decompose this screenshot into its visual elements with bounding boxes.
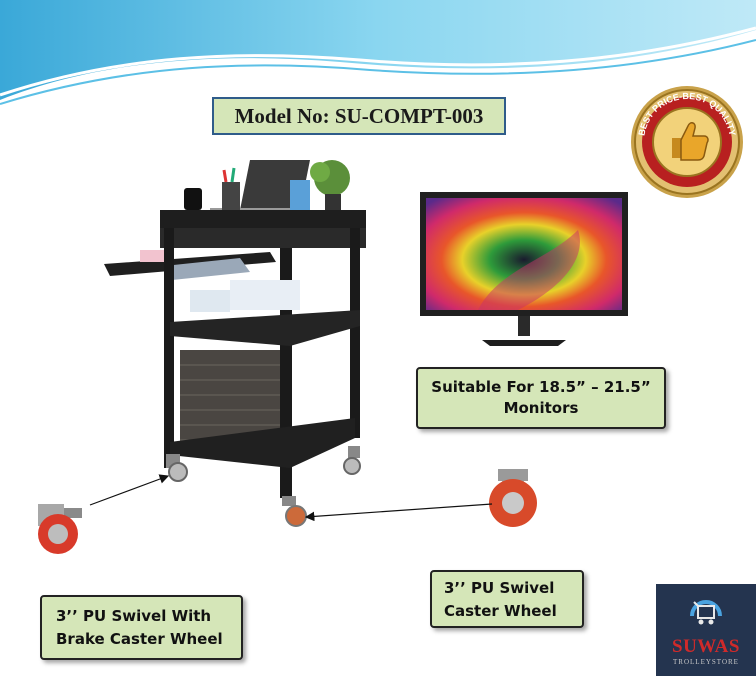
monitor-illustration bbox=[420, 192, 628, 346]
brake-caster-line2: Brake Caster Wheel bbox=[56, 630, 223, 648]
model-number-text: Model No: SU-COMPT-003 bbox=[234, 103, 484, 128]
swivel-caster-line1: 3’’ PU Swivel bbox=[444, 579, 555, 597]
swivel-caster-line2: Caster Wheel bbox=[444, 602, 557, 620]
trolley-wheel bbox=[166, 454, 188, 482]
brake-caster-wheel-image bbox=[38, 504, 82, 554]
top-wave-decoration bbox=[0, 0, 756, 105]
brand-tagline: TROLLEYSTORE bbox=[673, 658, 739, 666]
model-number-label: Model No: SU-COMPT-003 bbox=[212, 97, 506, 135]
monitor-size-line1: Suitable For 18.5” – 21.5” bbox=[431, 378, 651, 396]
monitor-size-callout: Suitable For 18.5” – 21.5” Monitors bbox=[416, 367, 666, 429]
brand-logo: SUWAS TROLLEYSTORE bbox=[656, 584, 756, 676]
brake-caster-line1: 3’’ PU Swivel With bbox=[56, 607, 212, 625]
brake-caster-callout: 3’’ PU Swivel With Brake Caster Wheel bbox=[40, 595, 243, 660]
quality-badge: BEST PRICE-BEST QUALITY bbox=[631, 86, 743, 198]
trolley-icon bbox=[690, 600, 722, 625]
caster-wheel-icon bbox=[38, 504, 82, 554]
brand-name: SUWAS bbox=[672, 636, 740, 657]
trolley-wheel bbox=[343, 446, 361, 475]
monitor-size-line2: Monitors bbox=[503, 399, 579, 417]
trolley-illustration bbox=[104, 160, 366, 527]
thumbs-up-icon bbox=[672, 122, 709, 161]
swivel-caster-callout: 3’’ PU Swivel Caster Wheel bbox=[430, 570, 584, 628]
caster-wheel-icon bbox=[489, 469, 537, 527]
trolley-wheel bbox=[282, 496, 307, 527]
caster-wheel-image bbox=[489, 469, 537, 527]
